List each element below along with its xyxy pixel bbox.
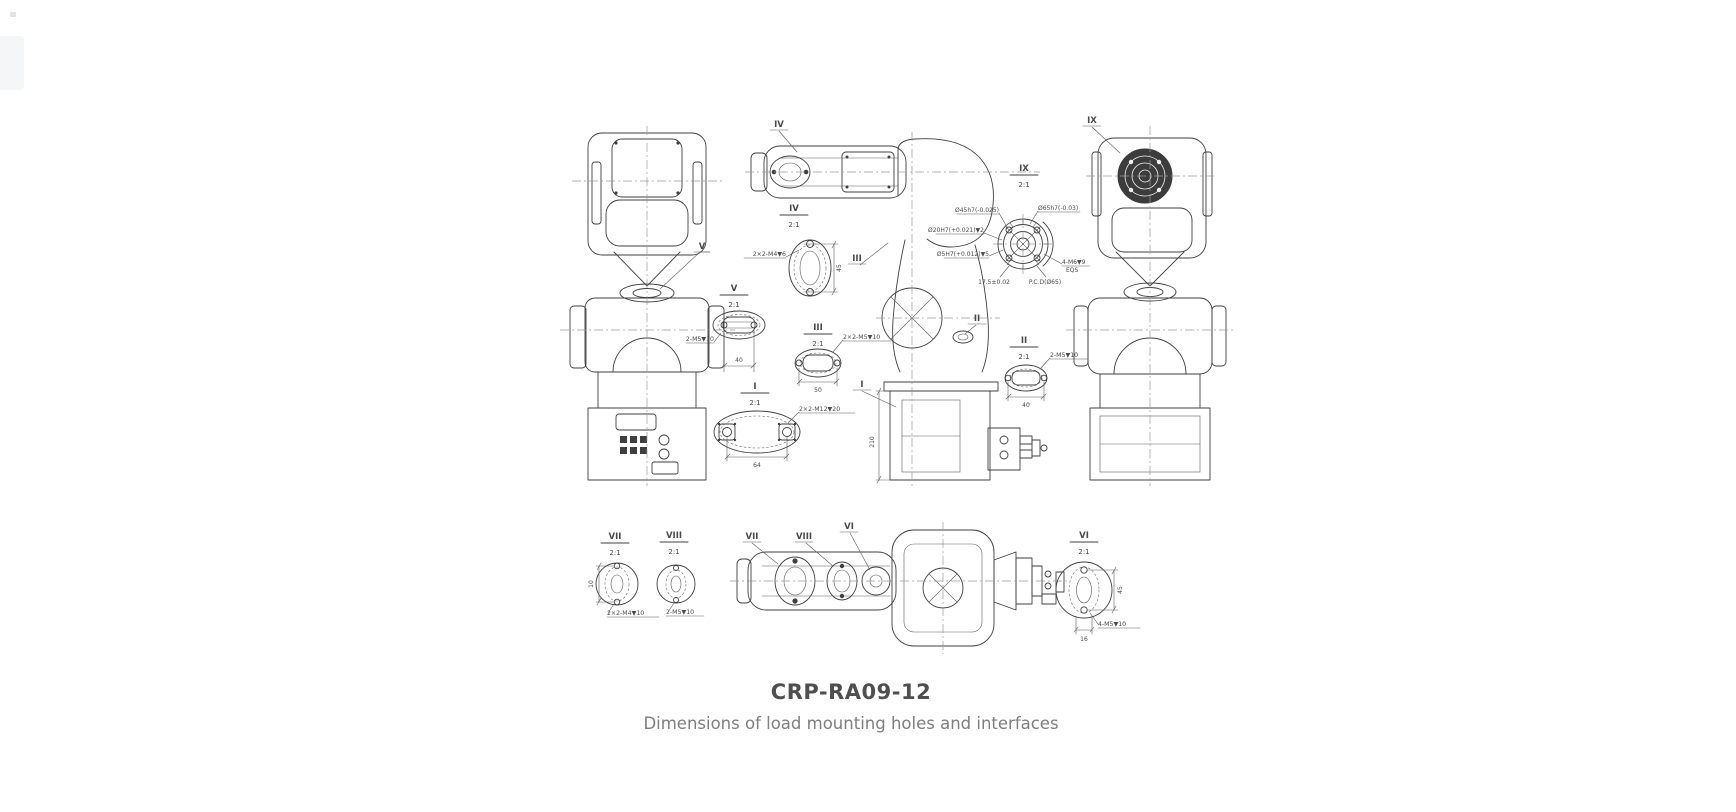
detail-vii-dim: 10 — [588, 580, 595, 588]
detail-ii-thread: 2-M5▼10 — [1050, 352, 1078, 359]
flange-offset-dim: 17.5±0.02 — [978, 279, 1010, 286]
front-view: V — [560, 126, 735, 486]
detail-iv-scale: 2:1 — [788, 221, 799, 229]
callout-v: V — [699, 242, 706, 252]
flange-dowel-dim: Ø5H7(+0.012)▼5 — [937, 251, 989, 258]
detail-vi: VI 2:1 45 16 4-M5▼10 — [1055, 531, 1141, 643]
detail-iii-numeral: III — [813, 323, 823, 333]
detail-iii-dim: 50 — [814, 387, 822, 394]
detail-i-numeral: I — [753, 382, 756, 392]
rear-view: IX — [1066, 116, 1236, 486]
detail-iii: III 2:1 2×2-M5▼10 50 — [794, 323, 892, 394]
detail-i-scale: 2:1 — [749, 399, 760, 407]
flange-pilot-dim: Ø20H7(+0.021)▼2 — [928, 227, 984, 234]
callout-vi: VI — [844, 522, 854, 532]
detail-iv-numeral: IV — [789, 204, 799, 214]
detail-vii-thread: 2×2-M4▼10 — [607, 610, 644, 617]
callout-iv: IV — [774, 120, 784, 130]
detail-vi-numeral: VI — [1079, 531, 1089, 541]
detail-v: V 2:1 2-M5▼10 40 — [685, 284, 766, 373]
callout-ix: IX — [1087, 116, 1097, 126]
drawing-caption: Dimensions of load mounting holes and in… — [643, 714, 1059, 733]
detail-vi-thread: 4-M5▼10 — [1098, 621, 1126, 628]
flange-pcd-dim: P.C.D(Ø65) — [1029, 279, 1061, 286]
callout-vii: VII — [746, 532, 759, 542]
base-height-dim: 210 — [869, 436, 876, 448]
detail-vi-dim-bottom: 16 — [1080, 636, 1088, 643]
detail-i: I 2:1 2×2-M12▼20 64 — [713, 382, 856, 469]
detail-ii-numeral: II — [1021, 336, 1027, 346]
detail-iv: IV 2:1 2×2-M4▼6 45 — [743, 204, 843, 297]
detail-v-numeral: V — [731, 284, 738, 294]
detail-v-dim: 40 — [735, 357, 743, 364]
page-edge-artifact — [0, 36, 24, 90]
detail-ix: IX 2:1 Ø45h7(-0.025) Ø20H7(+0.021)▼2 Ø5H… — [928, 164, 1091, 286]
detail-viii-numeral: VIII — [666, 531, 682, 541]
detail-viii: VIII 2:1 2-M5▼10 — [656, 531, 705, 617]
detail-ix-scale: 2:1 — [1018, 181, 1029, 189]
side-view: 210 IV III II I — [745, 120, 1048, 486]
model-title: CRP-RA09-12 — [770, 680, 932, 704]
detail-vi-scale: 2:1 — [1078, 548, 1089, 556]
detail-viii-thread: 2-M5▼10 — [666, 609, 694, 616]
detail-vi-dim-side: 45 — [1117, 586, 1124, 594]
detail-ii: II 2:1 2-M5▼10 40 — [1004, 336, 1089, 409]
detail-viii-scale: 2:1 — [668, 548, 679, 556]
detail-v-scale: 2:1 — [728, 301, 739, 309]
detail-ii-dim: 40 — [1022, 402, 1030, 409]
callout-iii: III — [852, 254, 862, 264]
detail-v-thread: 2-M5▼10 — [686, 336, 714, 343]
detail-i-dim: 64 — [753, 462, 761, 469]
callout-viii: VIII — [796, 532, 812, 542]
detail-iv-thread: 2×2-M4▼6 — [753, 251, 786, 258]
flange-bolts-eqs: EQS — [1066, 267, 1079, 274]
callout-ii: II — [974, 314, 980, 324]
flange-outer-dim: Ø65h7(-0.03) — [1038, 205, 1078, 212]
detail-vii: VII 2:1 10 2×2-M4▼10 — [588, 532, 660, 618]
detail-ix-numeral: IX — [1019, 164, 1029, 174]
flange-bolts-dim: 4-M6▼9 — [1062, 259, 1086, 266]
flange-boss-dim: Ø45h7(-0.025) — [955, 207, 999, 214]
detail-ii-scale: 2:1 — [1018, 353, 1029, 361]
top-view: VII VIII VI — [730, 522, 1070, 654]
page-corner-dot — [10, 12, 16, 17]
detail-iii-scale: 2:1 — [812, 340, 823, 348]
detail-iv-dim: 45 — [836, 264, 843, 272]
detail-iii-thread: 2×2-M5▼10 — [843, 334, 880, 341]
detail-i-thread: 2×2-M12▼20 — [799, 406, 840, 413]
detail-vii-numeral: VII — [609, 532, 622, 542]
callout-i: I — [860, 380, 863, 390]
detail-vii-scale: 2:1 — [609, 549, 620, 557]
